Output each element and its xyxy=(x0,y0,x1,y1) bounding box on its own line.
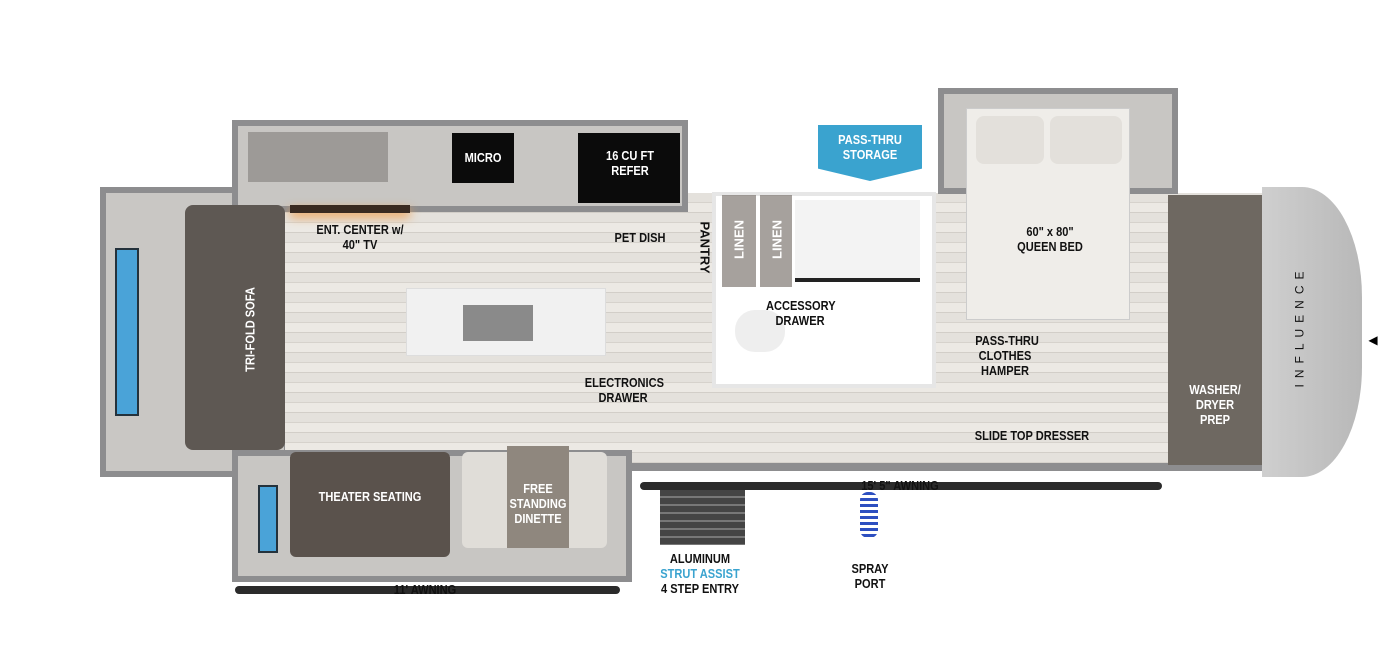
brand-logo: INFLUENCE xyxy=(1292,265,1307,388)
queen-bed-label: 60" x 80"QUEEN BED xyxy=(1017,224,1083,254)
awning-front-label: 11' AWNING xyxy=(393,582,457,597)
pass-thru-storage-tag xyxy=(818,125,922,181)
linen-label: LINEN xyxy=(769,220,785,259)
theater-label: THEATER SEATING xyxy=(318,489,422,504)
ent-center-label: ENT. CENTER w/40" TV xyxy=(316,222,404,252)
linen-label: LINEN xyxy=(731,220,747,259)
linen-closet-2 xyxy=(760,195,792,287)
entry-steps xyxy=(660,490,745,545)
sink xyxy=(463,305,533,341)
pet-dish-label: PET DISH xyxy=(614,230,666,245)
pillow xyxy=(976,116,1044,164)
awning-rear-label: 15' 5" AWNING xyxy=(861,478,939,493)
dinette-table xyxy=(507,446,569,548)
refrigerator xyxy=(578,133,680,203)
sofa-label: TRI-FOLD SOFA xyxy=(242,287,258,372)
linen-closet-1 xyxy=(722,195,756,287)
prev-button[interactable]: ◀ xyxy=(1362,322,1384,358)
micro xyxy=(452,133,514,183)
shower xyxy=(795,200,920,282)
ent-tv xyxy=(290,205,410,213)
micro-label: MICRO xyxy=(464,150,502,165)
toilet xyxy=(735,310,785,352)
tri-fold-sofa xyxy=(185,205,285,450)
dresser-label: SLIDE TOP DRESSER xyxy=(974,428,1090,443)
pillow xyxy=(1050,116,1122,164)
theater-seating xyxy=(290,452,450,557)
awning-rear xyxy=(640,482,1162,490)
washer-dryer-closet xyxy=(1168,195,1263,465)
main-wall-bottom xyxy=(285,463,1265,471)
window xyxy=(115,248,139,416)
ent-center xyxy=(248,132,388,182)
pantry-label: PANTRY xyxy=(697,221,713,274)
front-cap xyxy=(1262,187,1362,477)
spray-hose-icon xyxy=(860,492,878,538)
awning-front xyxy=(235,586,620,594)
window xyxy=(258,485,278,553)
